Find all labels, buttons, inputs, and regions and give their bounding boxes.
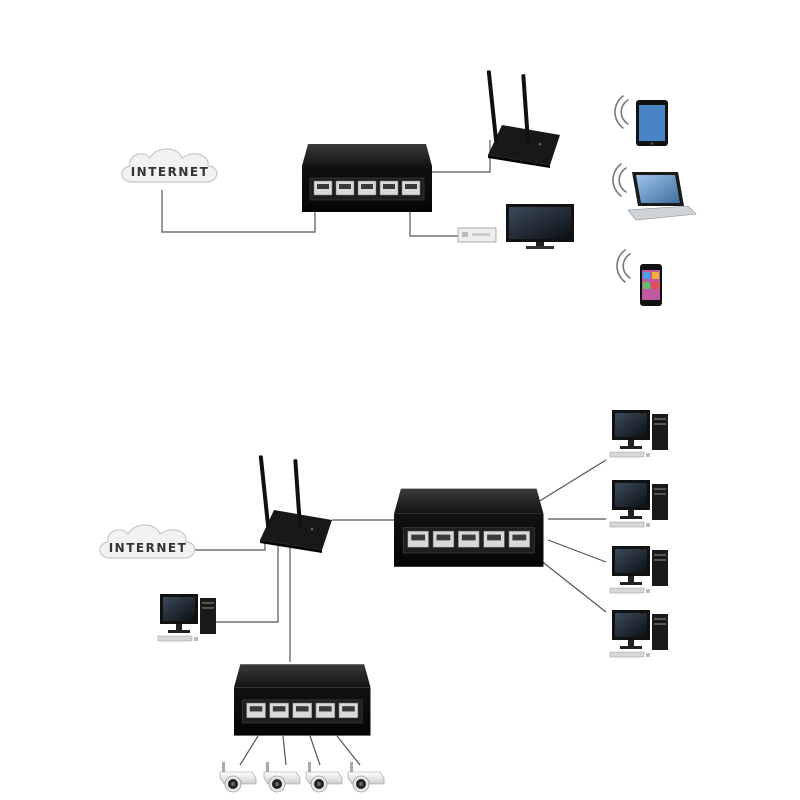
wire-switch-to-cam-3 [309,735,321,766]
wire-switch-to-pc-1 [537,459,607,503]
internet-label: INTERNET [131,165,210,179]
tv-monitor-icon [506,204,574,249]
wifi-signal-icon [612,163,627,197]
wire-switch-to-pc-4 [539,559,607,613]
security-camera-icon [219,761,257,793]
security-camera-icon [305,761,343,793]
network-switch-icon [301,143,433,213]
wifi-router-icon [258,455,332,553]
wire-switch-to-settopbox [409,212,460,237]
wire-switch-to-cam-4 [336,735,361,766]
wire-internet-to-router [188,535,266,551]
set-top-box-icon [457,227,497,243]
desktop-computer-icon [609,479,669,528]
laptop-icon [627,172,697,221]
wire-switch-to-cam-1 [239,735,259,766]
security-camera-icon [263,761,301,793]
wire-router-to-pc [212,535,279,623]
wifi-signal-icon [616,249,631,283]
desktop-computer-icon [609,545,669,594]
internet-cloud-icon: INTERNET [99,524,196,559]
wire-switch-to-pc-3 [547,539,607,563]
desktop-computer-icon [157,593,217,642]
wire-internet-to-switch [161,190,316,233]
smartphone-icon [640,264,662,306]
internet-label: INTERNET [109,541,188,555]
top-wires [161,140,491,237]
network-switch-icon [233,663,372,737]
tablet-icon [636,100,668,146]
wire-switch-to-router [432,140,491,173]
wire-switch-to-cam-2 [282,735,287,766]
wifi-signal-icon [614,95,629,129]
desktop-computer-icon [609,409,669,458]
internet-cloud-icon: INTERNET [121,148,218,183]
network-switch-icon [393,488,545,568]
desktop-computer-icon [609,609,669,658]
security-camera-icon [347,761,385,793]
wifi-router-icon [486,70,560,168]
